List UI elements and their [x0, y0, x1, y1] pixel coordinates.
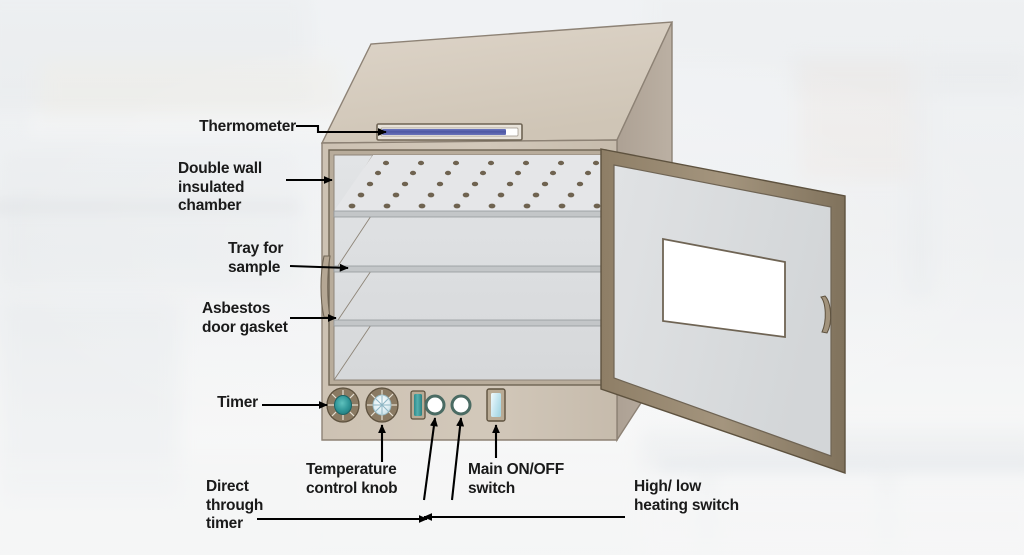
timer-knob[interactable] — [326, 387, 360, 423]
tray-edge — [333, 210, 602, 218]
thermometer-mercury — [382, 129, 506, 135]
arrow-thermometer — [296, 124, 387, 136]
label-timer: Timer — [217, 394, 258, 411]
indicator-ring-2[interactable] — [450, 394, 472, 416]
callout-arrows — [257, 124, 625, 523]
label-direct-through-timer: Direct through timer — [206, 478, 264, 532]
label-main-on-off-switch: Main ON/OFF switch — [468, 461, 564, 497]
arrow-ring-2 — [450, 417, 465, 501]
arrow-ring-1 — [422, 417, 438, 501]
tray-edge — [333, 319, 602, 327]
main-on-off-switch[interactable] — [486, 388, 506, 422]
label-temperature-control-knob: Temperature control knob — [306, 461, 398, 497]
label-high-low-heating-switch: High/ low heating switch — [634, 478, 739, 514]
oven-door-handle — [820, 295, 832, 334]
label-tray-for-sample: Tray for sample — [228, 240, 284, 276]
direct-through-timer-switch[interactable] — [410, 390, 426, 420]
indicator-ring-1[interactable] — [424, 394, 446, 416]
label-asbestos-door-gasket: Asbestos door gasket — [202, 300, 288, 336]
oven-door-window — [662, 237, 786, 339]
temperature-control-knob[interactable] — [365, 387, 399, 423]
label-double-wall-insulated-chamber: Double wall insulated chamber — [178, 160, 262, 214]
arrow-tray — [289, 263, 349, 272]
label-thermometer: Thermometer — [199, 118, 296, 135]
perforated-tray-top — [334, 155, 610, 211]
tray-edge — [333, 265, 602, 273]
